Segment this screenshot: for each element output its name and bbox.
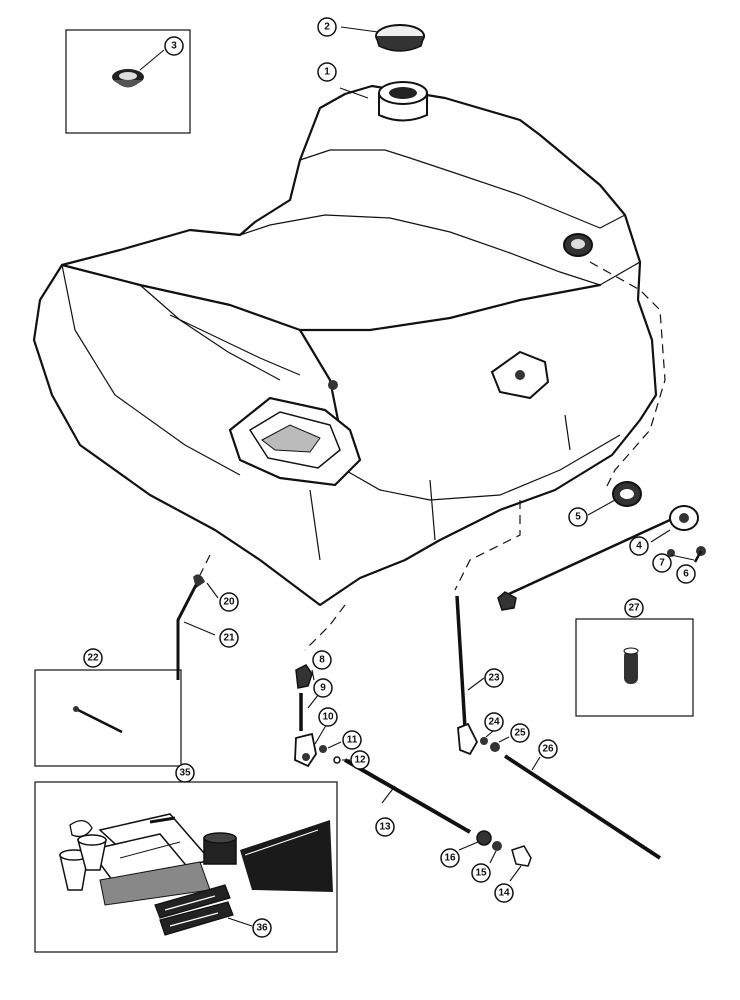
callout-8-label: 8 (319, 655, 325, 666)
callout-9-label: 9 (320, 683, 326, 694)
callout-4: 4 (629, 536, 649, 556)
inset-box-hose-sleeve (575, 618, 694, 717)
vent-tube-assembly (176, 574, 219, 680)
callout-10-label: 10 (322, 712, 334, 723)
callout-14-label: 14 (498, 888, 510, 899)
inset-box-grommet (65, 29, 191, 134)
callout-25: 25 (510, 723, 530, 743)
shutoff-valve-parts (294, 664, 350, 768)
callout-24: 24 (484, 712, 504, 732)
callout-4-label: 4 (636, 541, 642, 552)
callout-36-label: 36 (256, 923, 268, 934)
callout-9: 9 (313, 678, 333, 698)
callout-15-label: 15 (475, 868, 487, 879)
callout-35: 35 (175, 763, 195, 783)
callout-11-label: 11 (347, 735, 358, 746)
callout-23-label: 23 (488, 673, 500, 684)
callout-3-label: 3 (171, 41, 177, 52)
callout-3: 3 (164, 36, 184, 56)
callout-16: 16 (440, 848, 460, 868)
callout-13-label: 13 (379, 822, 391, 833)
inset-box-sealant-kit (34, 781, 338, 953)
callout-5: 5 (568, 507, 588, 527)
inset-box-vent-hose (34, 669, 182, 767)
callout-6: 6 (676, 564, 696, 584)
filler-cap (340, 24, 425, 52)
callout-12: 12 (350, 750, 370, 770)
callout-12-label: 12 (354, 755, 366, 766)
callout-22-label: 22 (87, 653, 99, 664)
fuel-line-fittings (458, 830, 532, 882)
callout-23: 23 (484, 668, 504, 688)
fuel-tank (32, 81, 658, 607)
callout-14: 14 (494, 883, 514, 903)
callout-1-label: 1 (324, 67, 330, 78)
callout-27: 27 (624, 598, 644, 618)
callout-26-label: 26 (542, 744, 554, 755)
callout-16-label: 16 (444, 853, 456, 864)
callout-35-label: 35 (179, 768, 191, 779)
callout-36: 36 (252, 918, 272, 938)
callout-20-label: 20 (223, 597, 235, 608)
callout-7-label: 7 (659, 558, 665, 569)
callout-7: 7 (652, 553, 672, 573)
callout-8: 8 (312, 650, 332, 670)
callout-21-label: 21 (223, 633, 235, 644)
drain-tube-assembly (455, 595, 662, 860)
callout-25-label: 25 (514, 728, 526, 739)
callout-1: 1 (317, 62, 337, 82)
fuel-line (344, 756, 471, 834)
callout-2-label: 2 (324, 22, 330, 33)
callout-21: 21 (219, 628, 239, 648)
callout-11: 11 (342, 730, 362, 750)
callout-2: 2 (317, 17, 337, 37)
callout-24-label: 24 (488, 717, 500, 728)
fuel-sender-assembly (497, 481, 706, 611)
callout-15: 15 (471, 863, 491, 883)
assembly-guide-lines (199, 261, 666, 651)
callout-6-label: 6 (683, 569, 689, 580)
callout-20: 20 (219, 592, 239, 612)
callout-10: 10 (318, 707, 338, 727)
callout-27-label: 27 (628, 603, 640, 614)
callout-22: 22 (83, 648, 103, 668)
callout-5-label: 5 (575, 512, 581, 523)
callout-26: 26 (538, 739, 558, 759)
callout-13: 13 (375, 817, 395, 837)
